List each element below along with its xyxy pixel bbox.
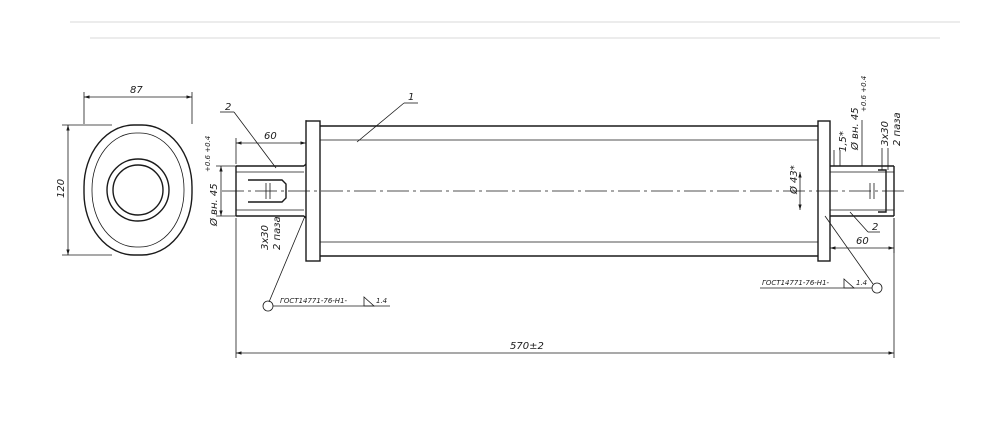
dim-left-diameter-tolerance: +0.6 +0.4 <box>204 136 212 172</box>
dim-right-inner-diameter-label: Ø вн. 45 <box>849 107 861 151</box>
left-flange-plate <box>305 120 321 262</box>
dim-width-label: 87 <box>130 85 143 96</box>
left-slot-size: 3х30 <box>260 225 271 250</box>
dim-right-diameter-tolerance: +0.6 +0.4 <box>860 76 868 112</box>
weld-left-leader <box>268 215 306 303</box>
right-flange <box>817 120 831 262</box>
dim-right-pipe-label: 60 <box>856 236 869 247</box>
dim-height-label: 120 <box>56 179 67 198</box>
right-slot-size: 3х30 <box>880 121 891 146</box>
weld-left-spec: ГОСТ14771-76-Н1- <box>280 297 348 305</box>
dim-taper-label: 1,5* <box>838 131 849 152</box>
end-view: 87 120 <box>56 85 193 256</box>
right-flange-plate <box>817 120 831 262</box>
end-view-pipe-outer <box>106 158 170 222</box>
right-slot-count: 2 паза <box>892 112 903 146</box>
weld-right-leg: 1.4 <box>856 279 867 287</box>
leader-1-label: 1 <box>408 92 414 103</box>
end-view-inner-oval <box>91 132 185 248</box>
muffler-body <box>320 125 818 257</box>
leader-2-left-line <box>233 111 277 169</box>
side-view: 60 60 Ø вн. 45 +0.6 +0.4 3х30 2 паза Ø 4… <box>204 76 905 358</box>
weld-left-leg: 1.4 <box>376 297 387 305</box>
dim-left-diameter-label: Ø вн. 45 <box>208 183 220 227</box>
weld-right-leader <box>824 215 874 285</box>
end-view-pipe-inner <box>112 164 164 216</box>
leader-2-right-line <box>849 211 869 233</box>
leader-1-line <box>356 102 405 143</box>
dim-left-pipe-label: 60 <box>264 131 277 142</box>
dim-overall-length-label: 570±2 <box>510 341 544 352</box>
leader-2-right-label: 2 <box>872 222 878 233</box>
left-slot-count: 2 паза <box>272 216 283 250</box>
leader-2-left-label: 2 <box>225 102 231 113</box>
left-pipe <box>235 165 304 217</box>
weld-right-spec: ГОСТ14771-76-Н1- <box>762 279 830 287</box>
weld-right-marker <box>871 282 883 294</box>
faint-header-ghost <box>70 21 960 39</box>
dim-right-diameter-label: Ø 43* <box>788 165 800 195</box>
weld-left-marker <box>262 300 274 312</box>
left-flange <box>303 120 321 262</box>
end-view-outer-oval <box>83 124 193 256</box>
